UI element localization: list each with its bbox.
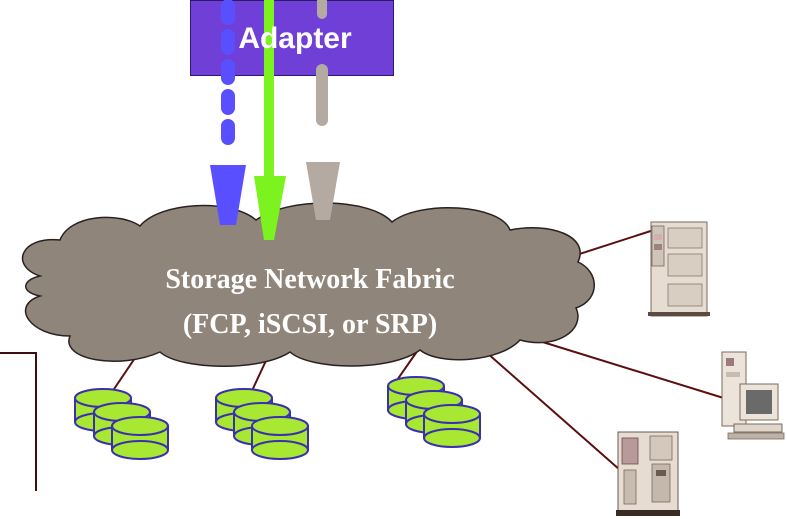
disk-stack-icon [215,388,309,460]
left-bracket [0,352,37,491]
adapter-label: Adapter [238,22,352,55]
server-tower-icon [648,221,710,317]
link-workstation [519,334,731,401]
dotted-arrow [210,0,246,225]
fabric-protocols: (FCP, iSCSI, or SRP) [182,309,438,340]
server-cabinet-icon [616,431,680,516]
disk-stack-icon [387,376,481,448]
solid-arrow [254,0,286,240]
storage-fabric-cloud [21,202,595,367]
disk-stack-icon [74,388,169,460]
workstation-icon [721,351,785,440]
gray-arrow [306,0,340,220]
link-server-cabinet [477,344,621,471]
fabric-title: Storage Network Fabric [165,264,455,295]
link-disk-3 [394,349,419,384]
